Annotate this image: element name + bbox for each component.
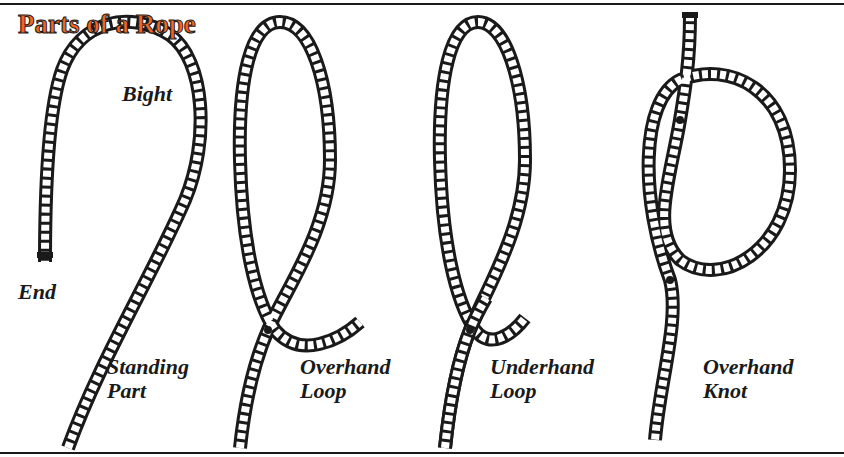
part-label: Bight	[122, 82, 192, 106]
part-label: End	[18, 280, 68, 304]
part-label: Overhand Knot	[703, 355, 821, 403]
top-rule	[0, 3, 844, 5]
part-label: Overhand Loop	[300, 355, 412, 403]
bottom-rule	[0, 452, 844, 454]
title: Parts of a Rope	[18, 8, 196, 40]
part-label: Underhand Loop	[490, 355, 614, 403]
part-label: Standing Part	[107, 355, 219, 403]
